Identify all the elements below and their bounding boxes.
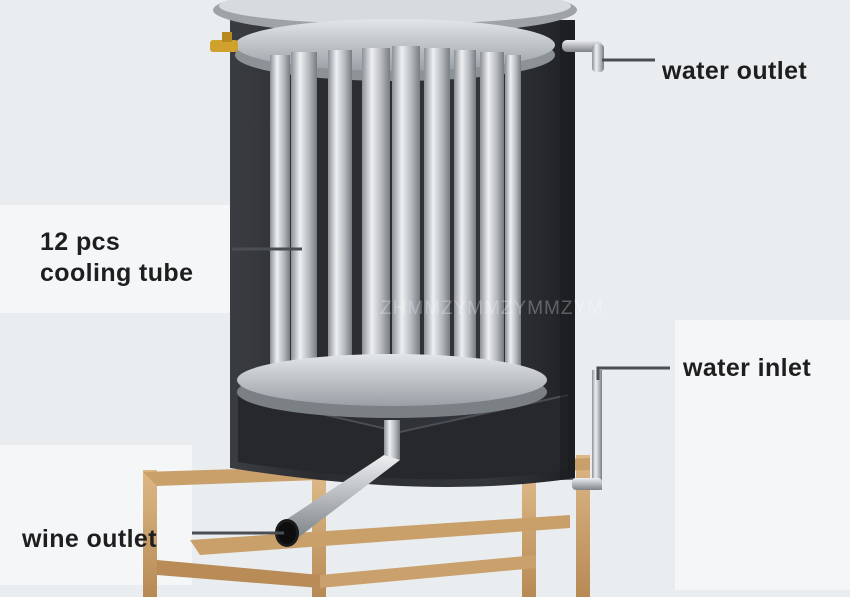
label-cooling-tube-line1: 12 pcs	[40, 228, 121, 256]
cooling-tubes	[270, 46, 521, 386]
label-cooling-tube: 12 pcs cooling tube	[40, 227, 193, 288]
water-inlet-pipe	[572, 370, 602, 490]
label-wine-outlet: wine outlet	[22, 525, 157, 553]
label-water-inlet: water inlet	[683, 354, 812, 382]
watermark-text: ZHMMZYMMZYMMZYM	[380, 298, 604, 319]
wine-outlet-pipe	[275, 420, 400, 547]
label-cooling-tube-line2: cooling tube	[40, 258, 194, 287]
label-water-outlet: water outlet	[662, 57, 808, 85]
label-panel-left-top	[0, 205, 232, 313]
leader-lines	[192, 58, 670, 535]
side-valve	[210, 32, 238, 52]
bottom-tube-plate	[237, 354, 547, 418]
water-outlet-pipe	[562, 40, 604, 72]
label-panel-right-bottom	[675, 320, 850, 590]
